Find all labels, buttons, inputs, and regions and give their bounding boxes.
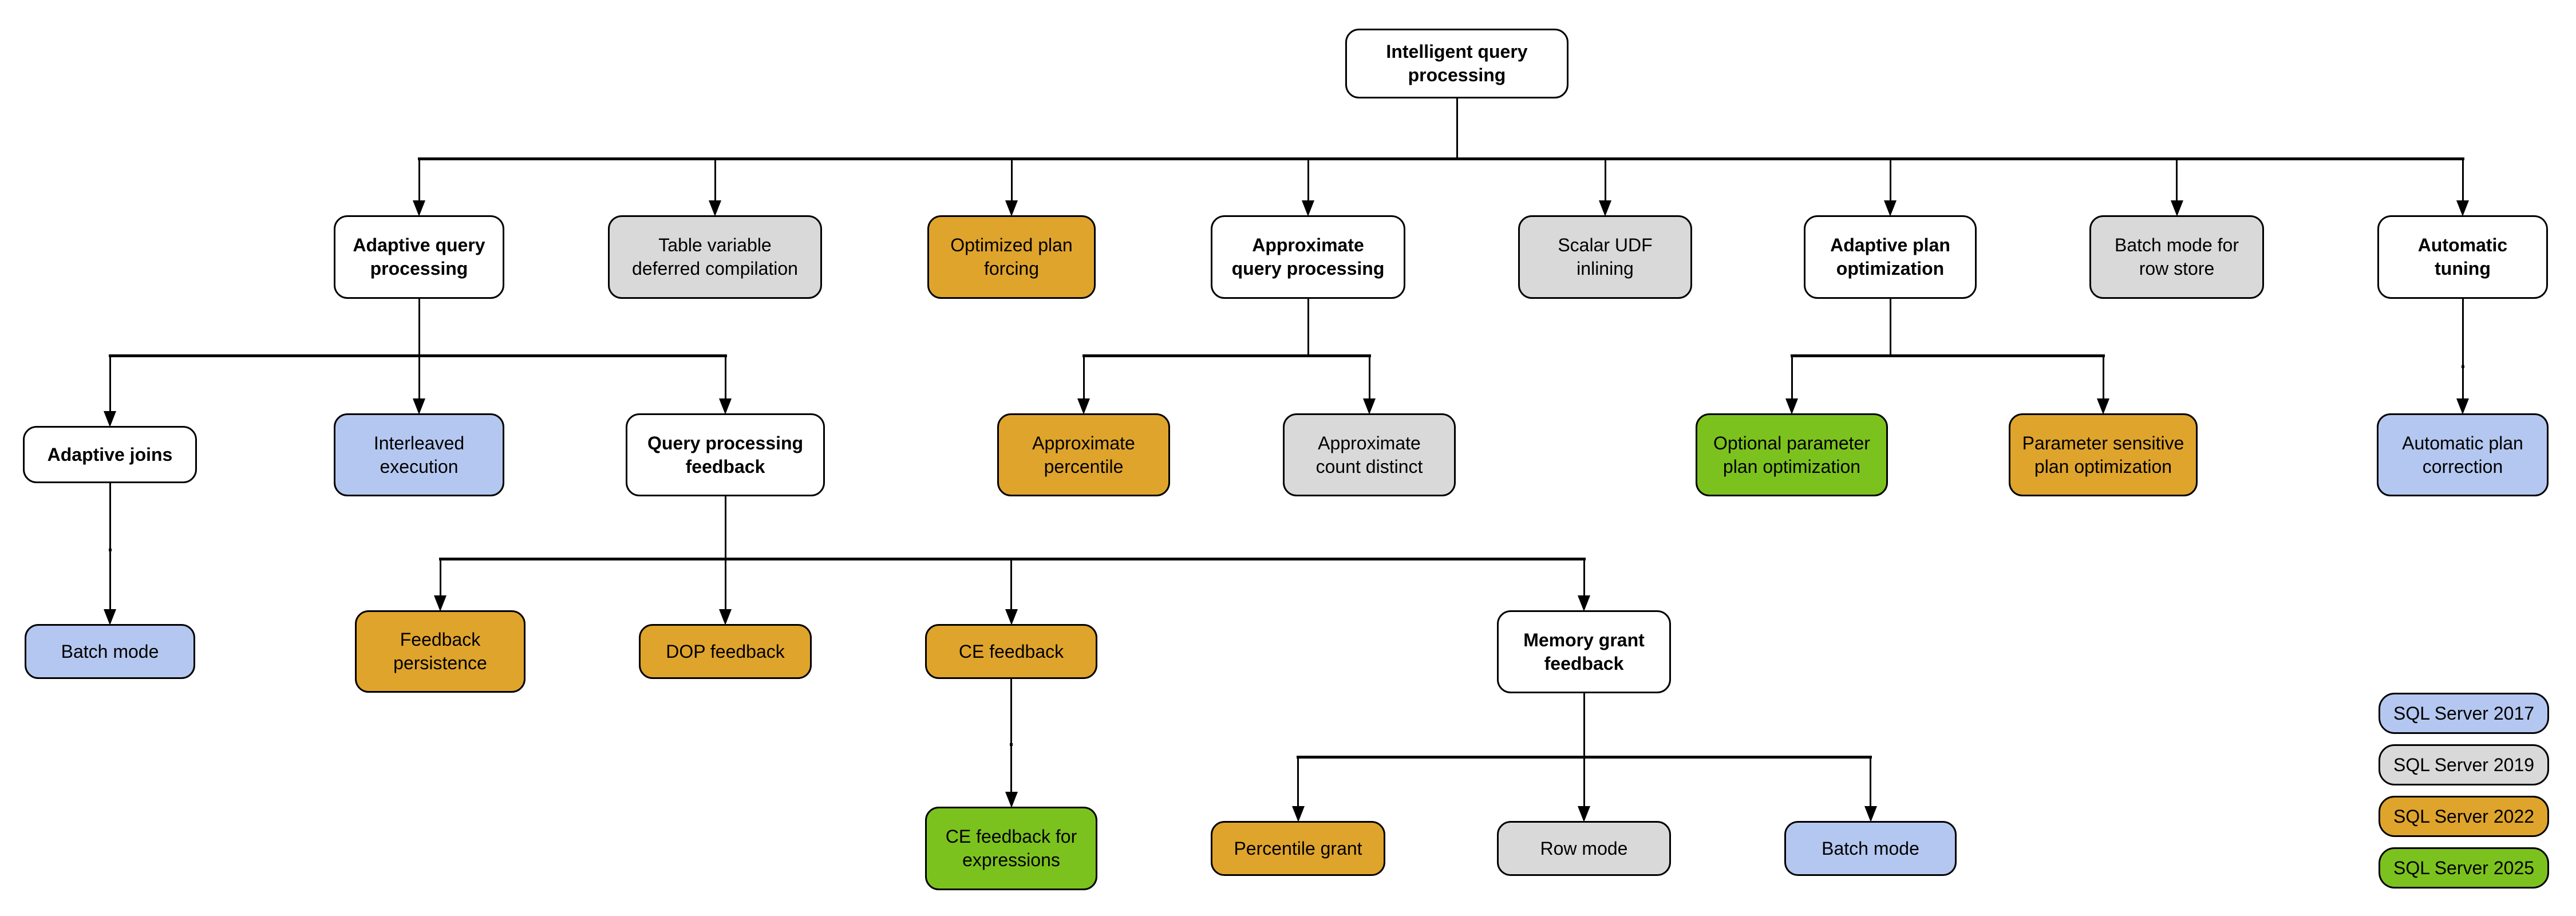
connector-line-ce-feedback-to-ce-feedback-for-expressions [1010, 744, 1012, 792]
connector-line-memory-grant-feedback-to-batch-mode-memory-grant [1870, 757, 1871, 806]
connector-line-query-processing-feedback-to-ce-feedback [1010, 559, 1012, 609]
arrowhead-icon-optimized-plan-forcing [1005, 200, 1018, 216]
node-interleaved-execution: Interleaved execution [334, 413, 504, 496]
arrowhead-icon-parameter-sensitive-plan-optimization [2097, 398, 2109, 414]
connector-bus-adaptive-query-processing [108, 354, 727, 357]
arrowhead-icon-approximate-count-distinct [1363, 398, 1376, 414]
connector-line-memory-grant-feedback-down [1583, 693, 1585, 757]
connector-line-adaptive-plan-optimization-to-parameter-sensitive-plan-optimization [2102, 356, 2104, 398]
connector-line-adaptive-plan-optimization-to-optional-parameter-plan-optimization [1791, 356, 1793, 398]
arrowhead-icon-scalar-udf-inlining [1599, 200, 1611, 216]
node-intelligent-query-processing: Intelligent query processing [1345, 29, 1568, 98]
node-table-variable-deferred-compilation: Table variable deferred compilation [608, 215, 822, 299]
node-batch-mode-adaptive-joins: Batch mode [25, 624, 195, 679]
node-scalar-udf-inlining: Scalar UDF inlining [1518, 215, 1692, 299]
connector-line-query-processing-feedback-to-feedback-persistence [439, 559, 441, 595]
connector-line-adaptive-query-processing-to-interleaved-execution [418, 356, 420, 398]
connector-line-memory-grant-feedback-to-row-mode [1583, 757, 1585, 806]
legend-item-sql-server-2025: SQL Server 2025 [2379, 847, 2549, 889]
connector-line-query-processing-feedback-to-memory-grant-feedback [1583, 559, 1585, 595]
arrowhead-icon-adaptive-joins [104, 411, 116, 427]
arrowhead-icon-ce-feedback-for-expressions [1005, 792, 1018, 808]
connector-line-adaptive-query-processing-to-query-processing-feedback [724, 356, 726, 398]
connector-line-adaptive-query-processing-down [418, 299, 420, 356]
node-parameter-sensitive-plan-optimization: Parameter sensitive plan optimization [2009, 413, 2198, 496]
arrowhead-icon-ce-feedback [1005, 609, 1018, 625]
connector-line-approximate-query-processing-to-approximate-percentile [1082, 356, 1085, 398]
node-adaptive-plan-optimization: Adaptive plan optimization [1804, 215, 1977, 299]
connector-line-adaptive-joins-down [109, 483, 111, 550]
arrowhead-icon-optional-parameter-plan-optimization [1785, 398, 1798, 414]
legend-item-sql-server-2022: SQL Server 2022 [2379, 796, 2549, 837]
connector-bus-adaptive-plan-optimization [1790, 354, 2105, 357]
arrowhead-icon-automatic-tuning [2456, 200, 2469, 216]
connector-line-intelligent-query-processing-to-approximate-query-processing [1307, 159, 1309, 200]
node-adaptive-query-processing: Adaptive query processing [334, 215, 504, 299]
arrowhead-icon-automatic-plan-correction [2456, 398, 2469, 414]
connector-line-intelligent-query-processing-to-optimized-plan-forcing [1010, 159, 1013, 200]
node-row-mode: Row mode [1497, 821, 1671, 876]
node-query-processing-feedback: Query processing feedback [626, 413, 825, 496]
connector-line-intelligent-query-processing-to-adaptive-plan-optimization [1889, 159, 1891, 200]
arrowhead-icon-table-variable-deferred-compilation [709, 200, 721, 216]
node-percentile-grant: Percentile grant [1211, 821, 1385, 876]
node-dop-feedback: DOP feedback [639, 624, 812, 679]
arrowhead-icon-approximate-percentile [1077, 398, 1090, 414]
node-ce-feedback-for-expressions: CE feedback for expressions [925, 807, 1097, 890]
node-approximate-percentile: Approximate percentile [997, 413, 1170, 496]
connector-line-query-processing-feedback-down [724, 496, 726, 559]
node-batch-mode-memory-grant: Batch mode [1784, 821, 1957, 876]
arrowhead-icon-percentile-grant [1291, 806, 1305, 822]
connector-line-intelligent-query-processing-to-automatic-tuning [2462, 159, 2464, 200]
connector-line-approximate-query-processing-to-approximate-count-distinct [1368, 356, 1370, 398]
node-adaptive-joins: Adaptive joins [23, 426, 197, 483]
arrowhead-icon-feedback-persistence [434, 595, 447, 611]
arrowhead-icon-batch-mode-memory-grant [1864, 806, 1877, 822]
connector-line-ce-feedback-down [1010, 679, 1012, 744]
connector-line-memory-grant-feedback-to-percentile-grant [1297, 757, 1299, 806]
node-automatic-plan-correction: Automatic plan correction [2377, 413, 2549, 496]
arrowhead-icon-dop-feedback [719, 609, 732, 625]
connector-line-intelligent-query-processing-down [1456, 98, 1458, 159]
node-approximate-query-processing: Approximate query processing [1211, 215, 1405, 299]
node-optional-parameter-plan-optimization: Optional parameter plan optimization [1696, 413, 1888, 496]
arrowhead-icon-memory-grant-feedback [1578, 595, 1590, 611]
connector-bus-approximate-query-processing [1082, 354, 1371, 357]
node-optimized-plan-forcing: Optimized plan forcing [927, 215, 1096, 299]
node-approximate-count-distinct: Approximate count distinct [1283, 413, 1456, 496]
arrowhead-icon-adaptive-plan-optimization [1884, 200, 1897, 216]
connector-line-intelligent-query-processing-to-batch-mode-for-row-store [2176, 159, 2178, 200]
connector-bus-query-processing-feedback [438, 557, 1586, 560]
connector-line-query-processing-feedback-to-dop-feedback [724, 559, 726, 609]
connector-bus-intelligent-query-processing [417, 157, 2464, 160]
arrowhead-icon-row-mode [1578, 806, 1590, 822]
node-batch-mode-for-row-store: Batch mode for row store [2089, 215, 2264, 299]
legend-item-sql-server-2017: SQL Server 2017 [2379, 693, 2549, 734]
arrowhead-icon-interleaved-execution [413, 398, 425, 414]
node-ce-feedback: CE feedback [925, 624, 1097, 679]
arrowhead-icon-query-processing-feedback [719, 398, 732, 414]
arrowhead-icon-approximate-query-processing [1302, 200, 1314, 216]
connector-line-intelligent-query-processing-to-scalar-udf-inlining [1604, 159, 1606, 200]
arrowhead-icon-batch-mode-adaptive-joins [104, 609, 116, 625]
node-memory-grant-feedback: Memory grant feedback [1497, 610, 1671, 693]
connector-line-intelligent-query-processing-to-adaptive-query-processing [418, 159, 420, 200]
connector-line-intelligent-query-processing-to-table-variable-deferred-compilation [714, 159, 716, 200]
connector-line-approximate-query-processing-down [1307, 299, 1309, 356]
legend-item-sql-server-2019: SQL Server 2019 [2379, 744, 2549, 785]
node-automatic-tuning: Automatic tuning [2377, 215, 2548, 299]
connector-line-adaptive-joins-to-batch-mode-adaptive-joins [109, 550, 111, 609]
arrowhead-icon-batch-mode-for-row-store [2170, 200, 2183, 216]
connector-line-adaptive-plan-optimization-down [1889, 299, 1891, 356]
node-feedback-persistence: Feedback persistence [355, 610, 526, 693]
connector-line-automatic-tuning-down [2462, 299, 2464, 366]
connector-line-automatic-tuning-to-automatic-plan-correction [2462, 366, 2464, 398]
arrowhead-icon-adaptive-query-processing [413, 200, 425, 216]
connector-line-adaptive-query-processing-to-adaptive-joins [109, 356, 111, 411]
